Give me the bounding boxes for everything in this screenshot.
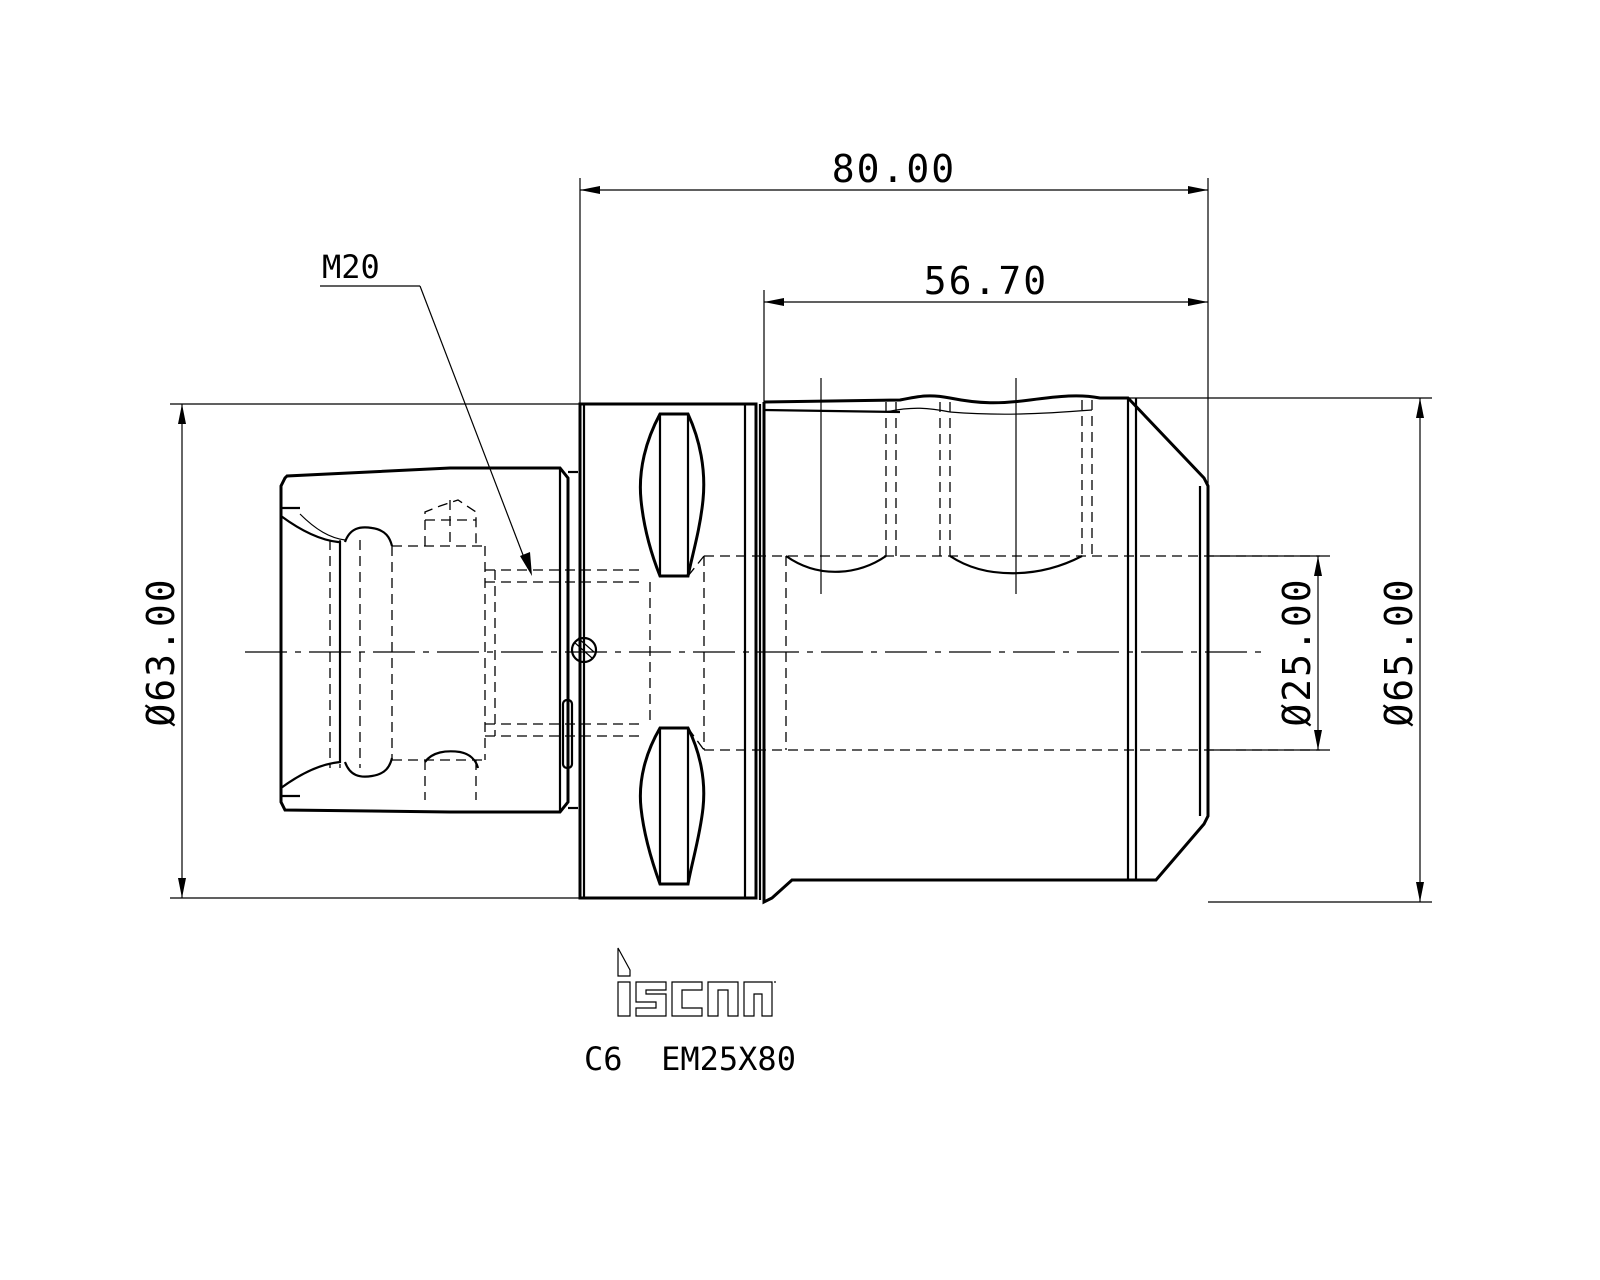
dimension-25: Ø25.00 [1208,555,1330,751]
dim-63-label: Ø63.00 [139,577,183,726]
thread-callout: M20 [320,248,532,576]
dimension-63: Ø63.00 [139,403,580,899]
part-designation: C6 EM25X80 [584,1040,796,1078]
dimension-80: 80.00 [579,147,1209,486]
dim-25-label: Ø25.00 [1275,577,1319,726]
dimension-56-70: 56.70 [763,259,1208,402]
dim-65-label: Ø65.00 [1377,577,1421,726]
dimension-65: Ø65.00 [1128,397,1432,903]
holder-body [756,378,1320,905]
thread-label: M20 [322,248,380,286]
iscar-logo: iscar [617,947,776,1017]
dim-80-label: 80.00 [832,147,956,191]
dim-56-70-label: 56.70 [924,259,1048,303]
flange [578,402,766,902]
shank-body [279,466,640,814]
